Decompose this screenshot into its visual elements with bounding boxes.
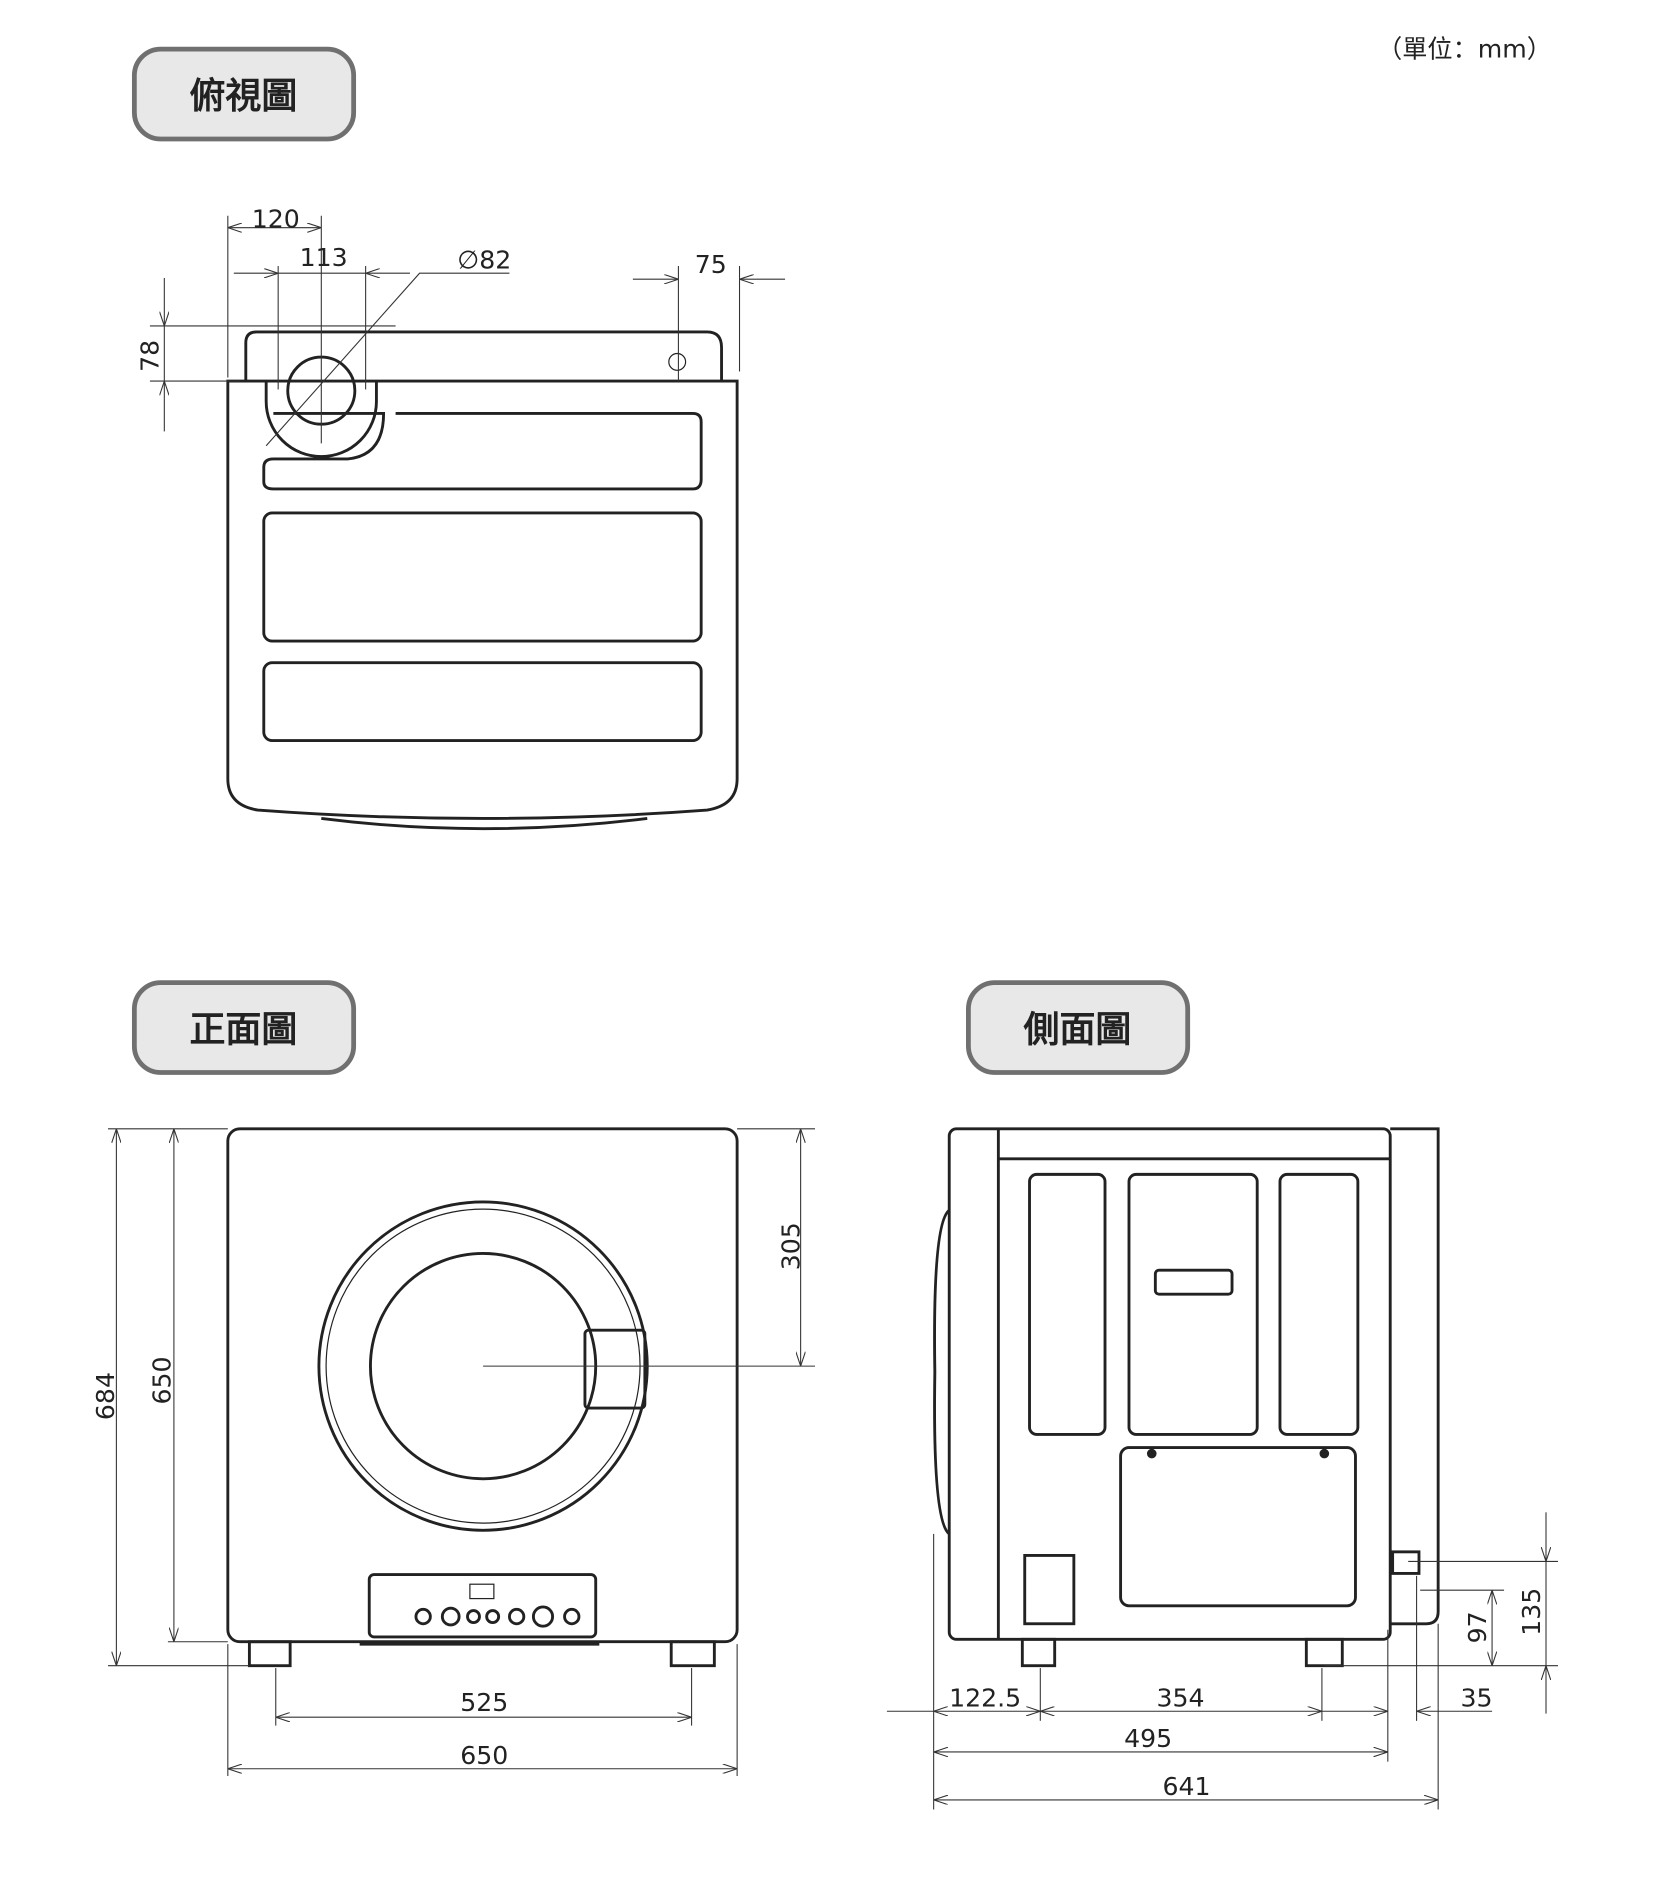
dim-684: 684 bbox=[91, 1372, 120, 1420]
drain-fitting bbox=[1391, 1550, 1421, 1575]
dim-97: 97 bbox=[1463, 1611, 1492, 1643]
dim-641: 641 bbox=[1162, 1772, 1210, 1801]
side-foot-back bbox=[1304, 1637, 1344, 1668]
top-panel-3 bbox=[262, 661, 703, 743]
top-panel-1 bbox=[262, 411, 703, 491]
side-view: 側面圖 122.5 354 35 495 641 bbox=[886, 980, 1558, 1810]
side-door-bulge bbox=[933, 1209, 951, 1536]
control-panel bbox=[367, 1573, 598, 1639]
display-icon bbox=[469, 1583, 495, 1600]
unit-label: （單位：mm） bbox=[1377, 35, 1552, 64]
door-handle bbox=[583, 1328, 647, 1410]
dim-650-height: 650 bbox=[147, 1356, 176, 1404]
top-body-outline bbox=[226, 379, 739, 820]
top-door-edge bbox=[321, 817, 648, 831]
dim-305: 305 bbox=[776, 1222, 805, 1270]
front-view: 正面圖 684 650 305 525 bbox=[91, 980, 816, 1776]
front-view-title: 正面圖 bbox=[189, 1009, 297, 1050]
top-fitting bbox=[668, 352, 687, 371]
dim-35: 35 bbox=[1460, 1683, 1492, 1712]
side-foot-front bbox=[1020, 1637, 1057, 1668]
front-view-title-pill bbox=[131, 980, 357, 1075]
side-panel-1 bbox=[1028, 1172, 1107, 1436]
side-view-title: 側面圖 bbox=[1023, 1009, 1132, 1050]
foot-left bbox=[247, 1640, 292, 1668]
foot-right bbox=[669, 1640, 716, 1668]
side-panel-3 bbox=[1278, 1172, 1360, 1436]
side-handle bbox=[1153, 1268, 1234, 1296]
top-panel-2 bbox=[262, 511, 703, 643]
dim-354: 354 bbox=[1157, 1683, 1205, 1712]
control-knobs bbox=[414, 1605, 581, 1628]
dim-113: 113 bbox=[300, 243, 348, 272]
dim-525: 525 bbox=[460, 1688, 508, 1717]
side-back-part bbox=[1390, 1127, 1440, 1626]
side-body bbox=[947, 1127, 1392, 1641]
dim-120: 120 bbox=[252, 205, 300, 234]
dim-75: 75 bbox=[695, 250, 727, 279]
dim-78: 78 bbox=[135, 340, 164, 372]
side-lower-panel bbox=[1119, 1446, 1357, 1608]
duct-housing bbox=[264, 381, 378, 459]
dim-495: 495 bbox=[1124, 1724, 1172, 1753]
top-view: 俯視圖 120 113 ∅82 75 78 bbox=[131, 46, 786, 831]
top-view-title-pill bbox=[131, 46, 357, 142]
dim-phi82: ∅82 bbox=[457, 245, 511, 274]
side-panel-2 bbox=[1127, 1172, 1259, 1436]
side-view-title-pill bbox=[966, 980, 1191, 1075]
top-view-title: 俯視圖 bbox=[189, 76, 297, 117]
front-body bbox=[226, 1127, 739, 1644]
dim-650-width: 650 bbox=[460, 1741, 508, 1770]
dim-122-5: 122.5 bbox=[949, 1683, 1021, 1712]
top-back-strip bbox=[244, 330, 723, 382]
side-label-plate bbox=[1023, 1554, 1076, 1626]
dim-135: 135 bbox=[1517, 1588, 1546, 1636]
